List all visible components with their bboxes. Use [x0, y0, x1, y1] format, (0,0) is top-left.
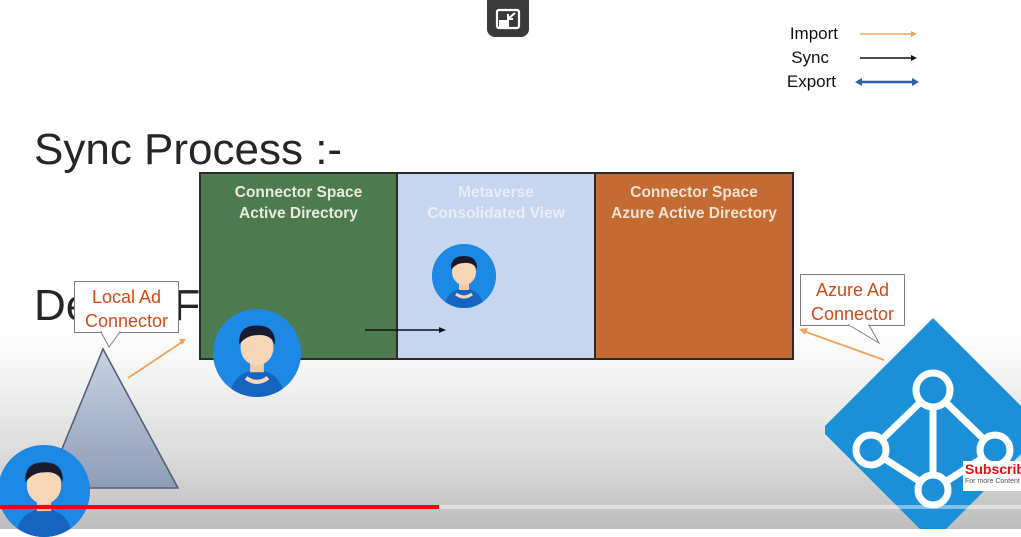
channel-avatar[interactable]	[0, 445, 90, 537]
legend: Import Sync Export	[745, 22, 925, 102]
local-ad-connector-callout: Local Ad Connector	[74, 281, 179, 333]
box-metaverse-line1: Metaverse	[458, 184, 534, 201]
progress-bar-track[interactable]	[0, 505, 1021, 509]
azure-active-directory-icon	[825, 318, 1021, 529]
sync-arrow-icon	[860, 55, 917, 61]
import-arrow-icon	[127, 339, 186, 379]
box-ad-line2: Active Directory	[239, 205, 358, 222]
legend-arrows	[855, 31, 919, 86]
box-metaverse-line2: Consolidated View	[427, 205, 565, 222]
subscribe-watermark[interactable]: Subscribe For more Content	[963, 461, 1021, 491]
subscribe-label: Subscribe	[965, 461, 1021, 477]
box-azure-line1: Connector Space	[630, 184, 758, 201]
triangle-icon	[44, 347, 180, 489]
import-arrow-icon	[860, 31, 917, 37]
local-callout-line2: Connector	[84, 311, 169, 331]
export-arrow-icon	[855, 78, 919, 86]
export-arrow-icon	[799, 328, 885, 361]
legend-import-label: Import	[789, 24, 838, 43]
legend-sync-label: Sync	[791, 48, 829, 67]
metaverse-box: Metaverse Consolidated View	[396, 172, 596, 360]
callout-pointer	[847, 324, 881, 345]
picture-in-picture-icon	[495, 8, 521, 29]
user-avatar-icon	[432, 244, 496, 308]
progress-bar-fill	[0, 505, 439, 509]
callout-pointer	[100, 331, 121, 348]
azure-callout-line2: Connector	[810, 304, 895, 324]
connector-space-azure-box: Connector Space Azure Active Directory	[594, 172, 794, 360]
slide-title-line1: Sync Process :-	[34, 125, 343, 174]
box-ad-line1: Connector Space	[234, 184, 363, 201]
miniplayer-button[interactable]	[487, 0, 529, 37]
sync-arrow-icon	[365, 327, 446, 333]
user-avatar-icon	[213, 309, 301, 397]
subscribe-sub: For more Content	[965, 478, 1020, 485]
azure-ad-connector-callout: Azure Ad Connector	[800, 274, 905, 326]
azure-callout-line1: Azure Ad	[815, 280, 890, 300]
box-azure-line2: Azure Active Directory	[611, 205, 777, 222]
local-callout-line1: Local Ad	[91, 287, 162, 307]
legend-export-label: Export	[786, 72, 836, 91]
